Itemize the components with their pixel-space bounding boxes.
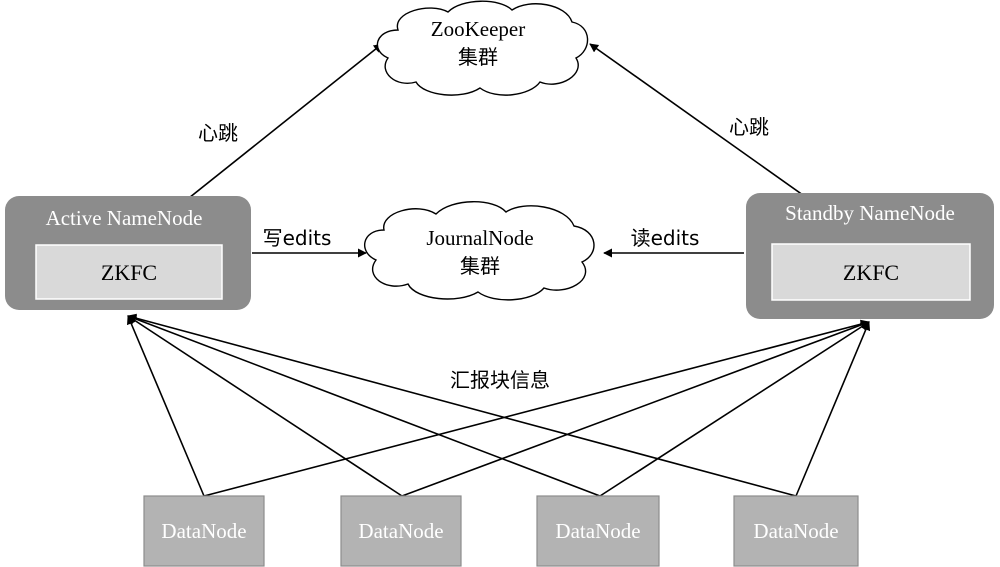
active-zkfc-box [35, 244, 223, 300]
datanode-label: DataNode [753, 519, 838, 543]
zookeeper-subtitle: 集群 [458, 45, 498, 69]
datanode: DataNode [143, 495, 265, 567]
report-edge-dn2-active [127, 315, 403, 497]
datanode-label: DataNode [555, 519, 640, 543]
report-edge-dn4-active [127, 313, 797, 497]
report-edge-dn1-standby [203, 319, 870, 497]
report-edge-dn4-standby [795, 321, 871, 497]
standby-zkfc-box [771, 243, 971, 301]
standby-namenode-title: Standby NameNode [785, 201, 955, 225]
report-blocks-label: 汇报块信息 [450, 368, 550, 392]
datanode-box [733, 495, 859, 567]
journalnode-cluster: JournalNode 集群 [363, 201, 595, 301]
standby-zkfc-label: ZKFC [843, 260, 899, 285]
report-edge-dn1-active [127, 315, 205, 497]
active-namenode: Active NameNode ZKFC [5, 196, 251, 310]
zookeeper-cluster: ZooKeeper 集群 [376, 0, 589, 96]
active-namenode-title: Active NameNode [46, 206, 203, 230]
heartbeat-label-right: 心跳 [729, 115, 769, 139]
datanodes: DataNode DataNode DataNode DataNode [143, 495, 859, 567]
edges [127, 43, 873, 497]
read-edits-label: 读edits [631, 226, 700, 250]
journalnode-cloud-icon [363, 201, 595, 301]
datanode: DataNode [340, 495, 462, 567]
datanode: DataNode [536, 495, 660, 567]
standby-namenode: Standby NameNode ZKFC [746, 193, 994, 319]
datanode: DataNode [733, 495, 859, 567]
datanode-label: DataNode [358, 519, 443, 543]
datanode-box [340, 495, 462, 567]
report-edge-dn2-standby [401, 320, 870, 497]
edge-labels: 心跳 心跳 写edits 读edits 汇报块信息 [198, 115, 769, 392]
journalnode-subtitle: 集群 [460, 254, 500, 278]
report-edge-dn3-active [127, 314, 601, 497]
zookeeper-cloud-icon [376, 0, 589, 96]
datanode-box [143, 495, 265, 567]
write-edits-label: 写edits [263, 226, 332, 250]
heartbeat-label-left: 心跳 [198, 121, 238, 145]
report-edge-dn3-standby [599, 321, 870, 497]
datanode-box [536, 495, 660, 567]
datanode-label: DataNode [161, 519, 246, 543]
zookeeper-title: ZooKeeper [431, 17, 525, 41]
active-zkfc-label: ZKFC [101, 260, 157, 285]
journalnode-title: JournalNode [426, 226, 533, 250]
